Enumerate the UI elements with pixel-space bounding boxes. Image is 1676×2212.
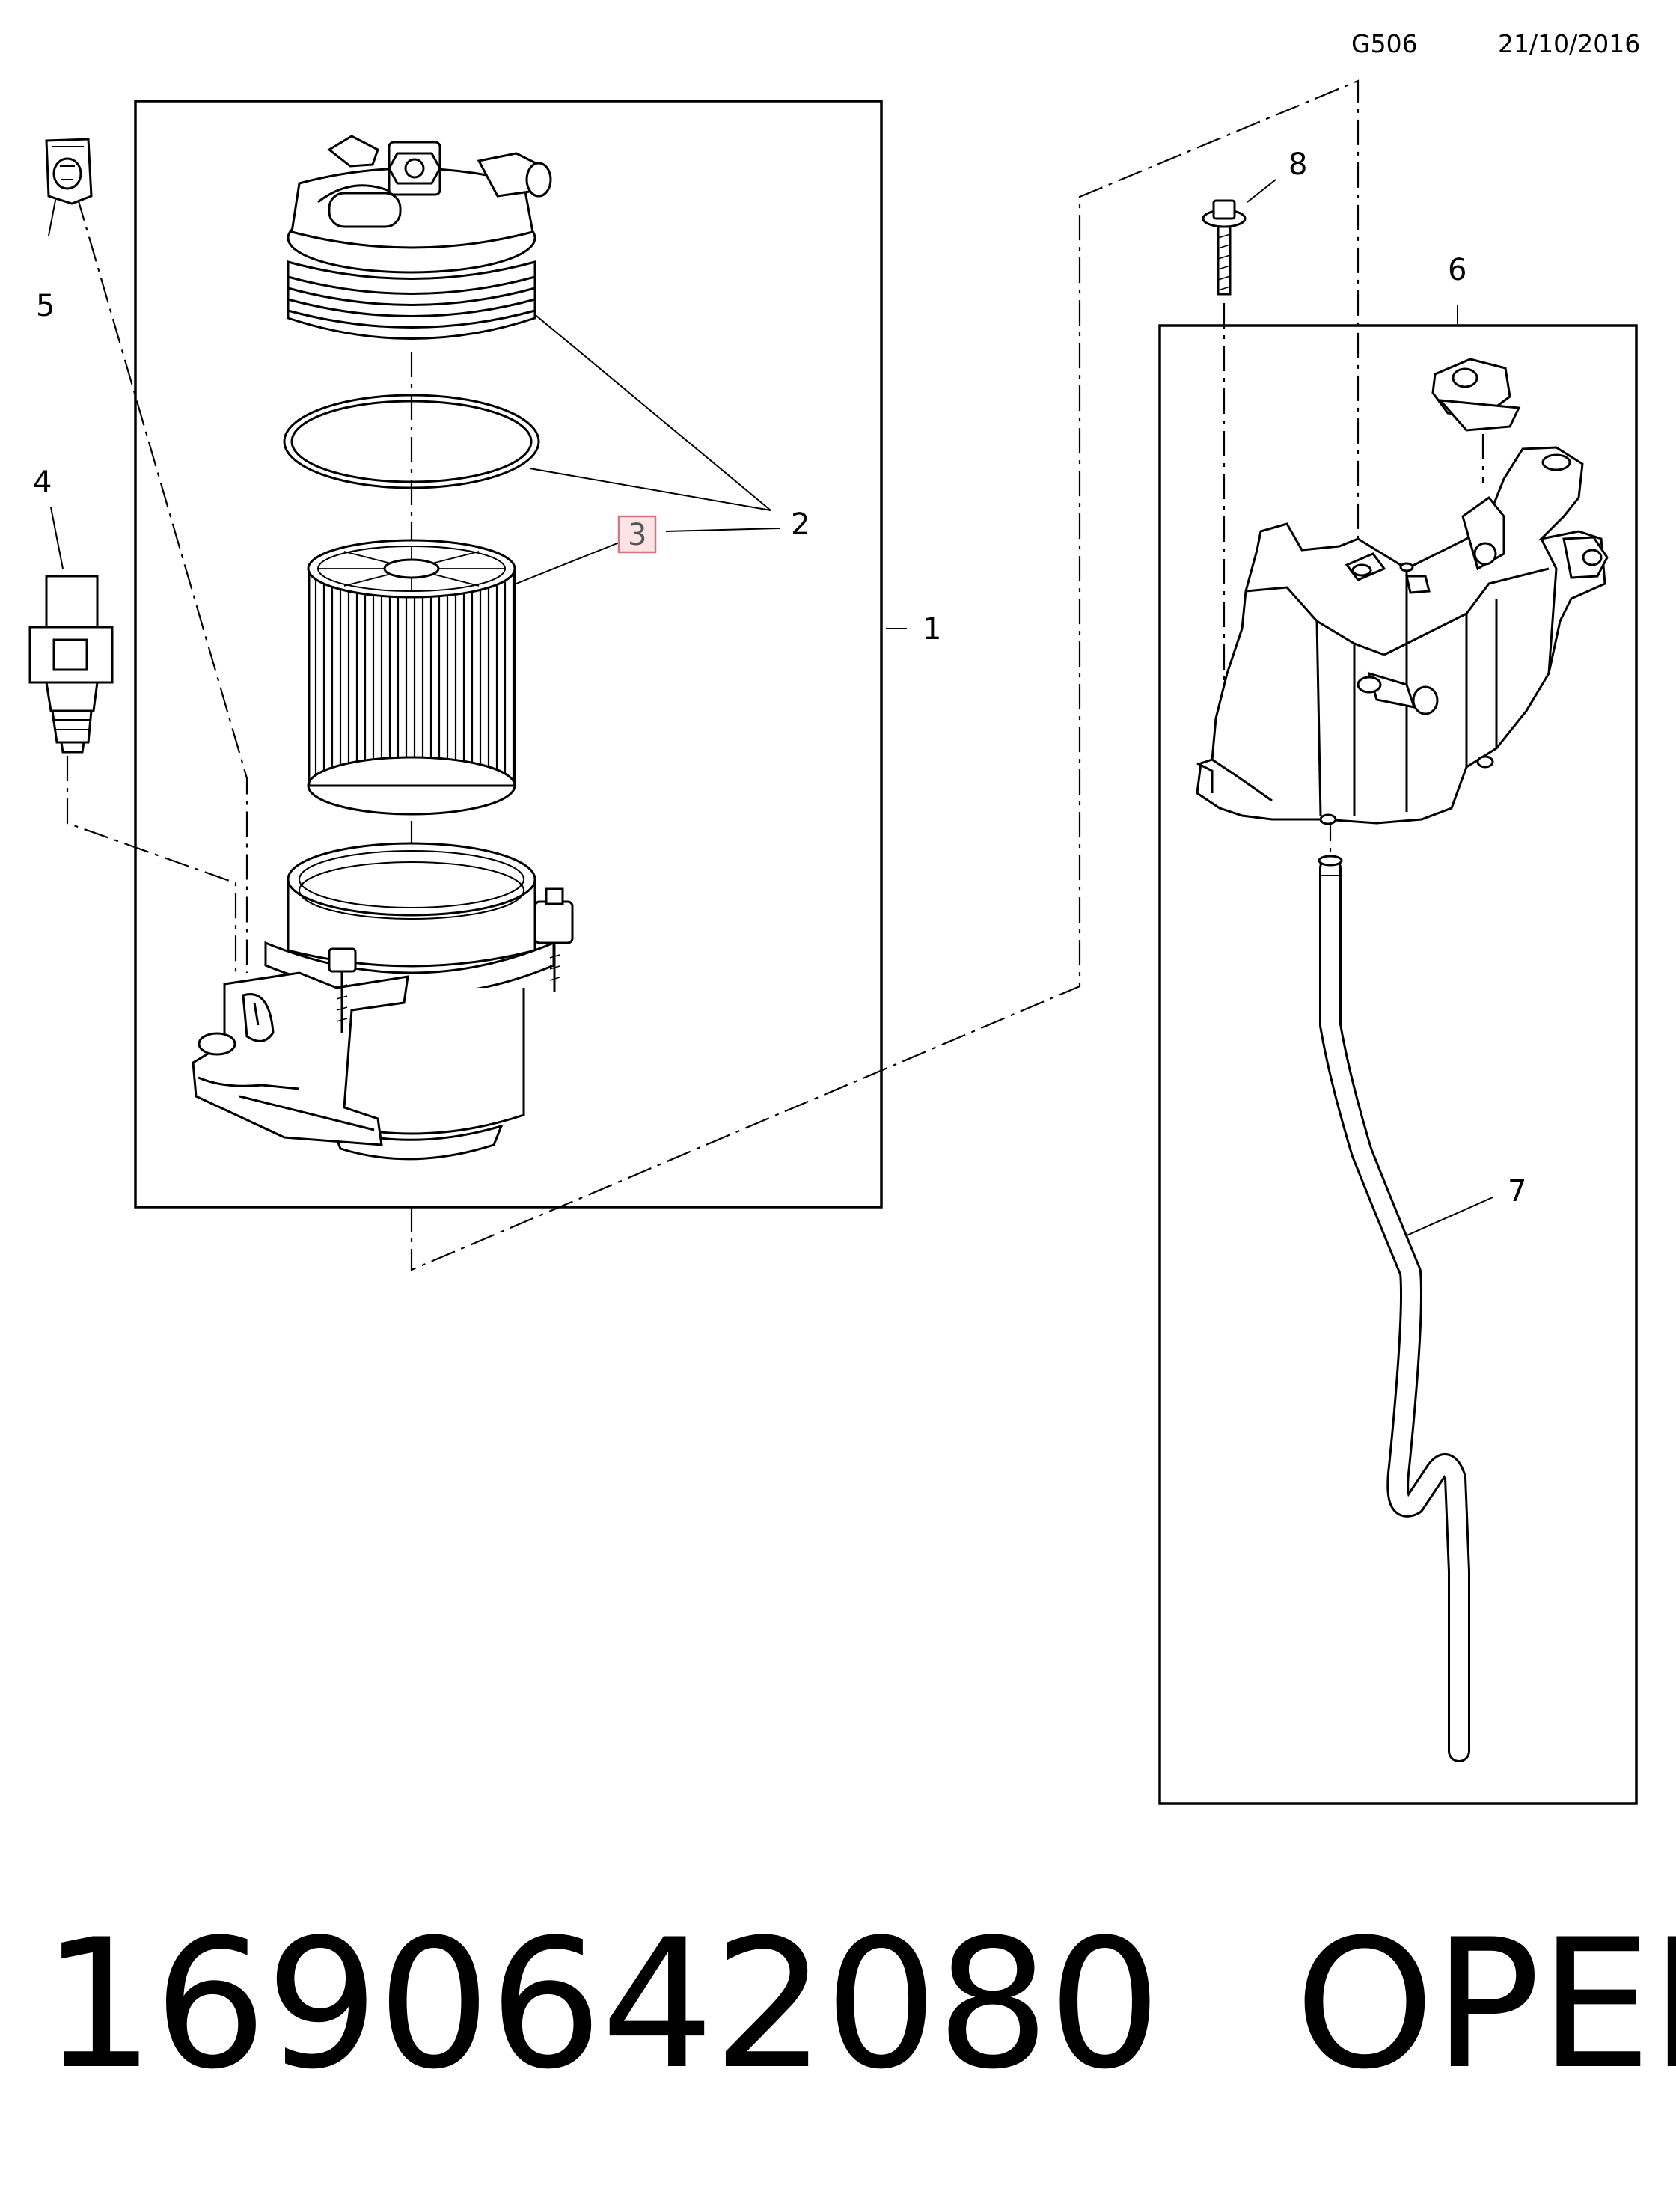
brand-name: OPEL [1294, 1901, 1676, 2109]
callout-5[interactable]: 5 [36, 289, 55, 323]
callout-8[interactable]: 8 [1288, 147, 1307, 182]
filter-head [287, 135, 552, 340]
callout-3[interactable]: 3 [628, 518, 646, 552]
sensor-part-5 [45, 138, 93, 205]
callout-6[interactable]: 6 [1448, 253, 1466, 287]
filter-element [307, 539, 516, 816]
callout-4[interactable]: 4 [33, 465, 52, 500]
bracket-part-6 [1196, 358, 1609, 825]
diagram-code: G506 [1351, 29, 1418, 58]
footer-part-label: 1690642080 OPEL [42, 1901, 1676, 2109]
o-ring-seal [283, 394, 540, 489]
part-number: 1690642080 [42, 1901, 1161, 2109]
bolt-part-8 [1202, 199, 1247, 296]
callout-1[interactable]: 1 [923, 612, 941, 647]
filter-housing [192, 842, 574, 1161]
assembly-frame-1 [134, 100, 883, 1209]
sensor-part-4 [28, 575, 114, 754]
callout-2[interactable]: 2 [791, 507, 810, 542]
assembly-frame-6 [1158, 324, 1638, 1805]
hose-part-7 [1318, 855, 1470, 1762]
diagram-date: 21/10/2016 [1498, 29, 1640, 58]
callout-7[interactable]: 7 [1508, 1174, 1526, 1209]
callout-highlight-box [617, 515, 657, 554]
